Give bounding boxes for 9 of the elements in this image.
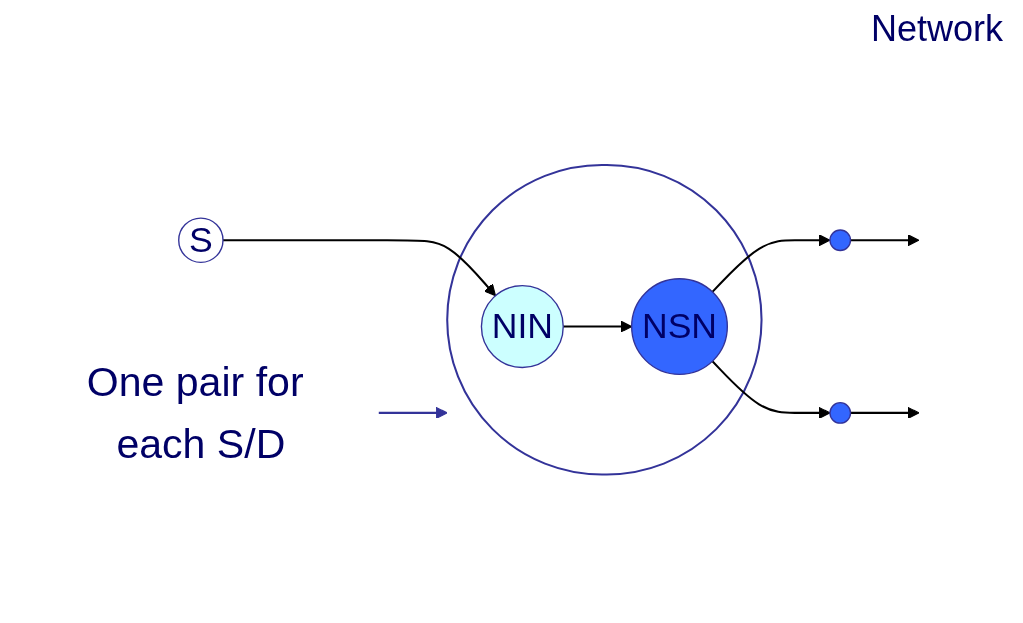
node-circle: S bbox=[177, 217, 224, 264]
node-text: One pair for each S/D bbox=[86, 359, 304, 467]
arrow bbox=[378, 406, 448, 419]
node-circle bbox=[828, 401, 851, 424]
region-label: Network bbox=[870, 8, 1003, 50]
arrow bbox=[850, 406, 919, 419]
arrow bbox=[222, 239, 496, 297]
node-circle bbox=[828, 229, 851, 252]
arrow bbox=[850, 234, 919, 247]
